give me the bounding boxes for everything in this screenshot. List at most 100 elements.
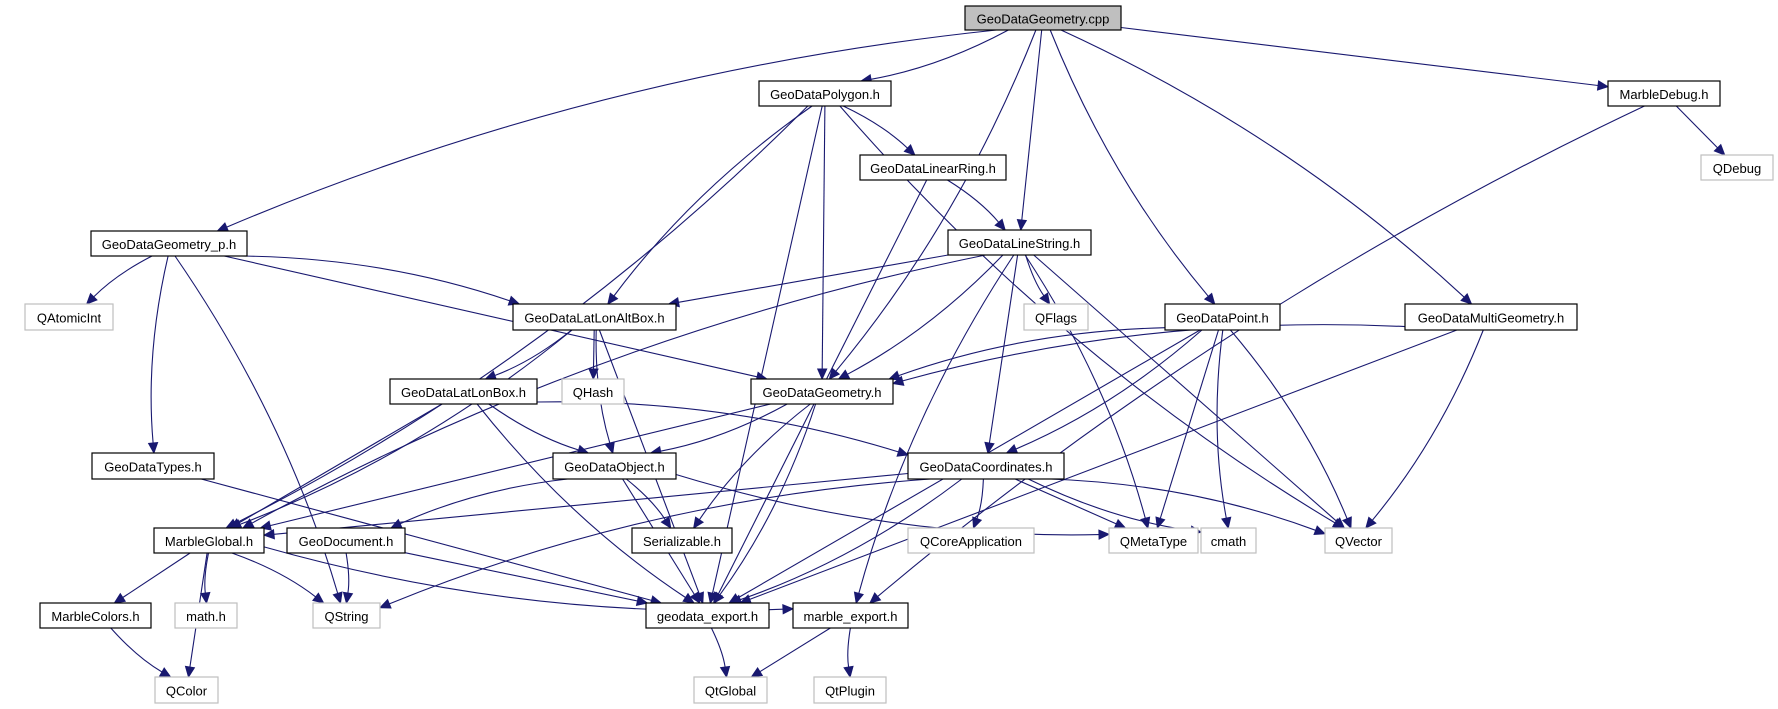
edge-point-to-qvector bbox=[1229, 329, 1352, 530]
node-marblecolors[interactable]: MarbleColors.h bbox=[39, 602, 152, 629]
node-qcolor: QColor bbox=[154, 676, 219, 704]
edge-multigeometry-to-geodata_export bbox=[739, 329, 1458, 605]
node-point[interactable]: GeoDataPoint.h bbox=[1164, 303, 1281, 331]
node-types[interactable]: GeoDataTypes.h bbox=[91, 452, 215, 480]
node-box bbox=[312, 602, 381, 629]
node-label: QCoreApplication bbox=[920, 534, 1022, 549]
node-label: GeoDataGeometry.h bbox=[763, 385, 882, 400]
node-marble_export[interactable]: marble_export.h bbox=[792, 602, 909, 629]
edge-line bbox=[536, 401, 899, 453]
edge-line bbox=[404, 552, 638, 602]
edge-marbledebug-to-qdebug bbox=[1675, 105, 1726, 156]
edge-geometry_p-to-qatomicint bbox=[85, 255, 153, 305]
edge-line bbox=[678, 254, 949, 303]
arrowhead-icon bbox=[158, 667, 172, 678]
node-box bbox=[512, 303, 677, 331]
node-label: GeoDataMultiGeometry.h bbox=[1418, 311, 1564, 326]
node-label: GeoDocument.h bbox=[299, 534, 394, 549]
edge-geometry_h-to-object bbox=[649, 403, 788, 457]
node-linestring[interactable]: GeoDataLineString.h bbox=[947, 229, 1092, 256]
node-serializable[interactable]: Serializable.h bbox=[631, 527, 733, 554]
edge-linestring-to-qvector bbox=[1033, 254, 1346, 529]
edge-line bbox=[263, 546, 784, 612]
edge-linestring-to-geometry_h bbox=[837, 254, 1004, 380]
node-label: marble_export.h bbox=[804, 609, 898, 624]
edge-line bbox=[1021, 29, 1043, 221]
node-label: MarbleGlobal.h bbox=[165, 534, 253, 549]
edge-cpp-to-geometry_p bbox=[216, 29, 997, 232]
node-label: GeoDataGeometry.cpp bbox=[977, 12, 1110, 27]
node-coordinates[interactable]: GeoDataCoordinates.h bbox=[907, 452, 1065, 480]
node-marbleglobal[interactable]: MarbleGlobal.h bbox=[153, 527, 265, 554]
node-object[interactable]: GeoDataObject.h bbox=[552, 452, 677, 480]
node-linearring[interactable]: GeoDataLinearRing.h bbox=[859, 154, 1007, 181]
arrowhead-icon bbox=[1113, 518, 1127, 529]
node-box bbox=[153, 527, 265, 554]
edge-latlonbox-to-coordinates bbox=[536, 401, 910, 457]
edge-line bbox=[1060, 29, 1465, 298]
arrowhead-icon bbox=[1365, 516, 1377, 529]
edge-line bbox=[399, 478, 568, 525]
edge-line bbox=[476, 403, 686, 598]
node-polygon[interactable]: GeoDataPolygon.h bbox=[758, 80, 892, 107]
edge-line bbox=[698, 403, 811, 521]
arrowhead-icon bbox=[262, 528, 275, 540]
node-label: geodata_export.h bbox=[657, 609, 758, 624]
node-box bbox=[24, 303, 114, 331]
edge-line bbox=[842, 105, 908, 149]
node-geodata_export[interactable]: geodata_export.h bbox=[645, 602, 770, 629]
edge-line bbox=[273, 472, 909, 535]
arrowhead-icon bbox=[816, 368, 828, 381]
edge-line bbox=[711, 105, 823, 594]
edge-line bbox=[710, 627, 726, 668]
node-latlonaltbox[interactable]: GeoDataLatLonAltBox.h bbox=[512, 303, 677, 331]
node-qtplugin: QtPlugin bbox=[813, 676, 887, 704]
edge-geodocument-to-geodata_export bbox=[404, 552, 649, 607]
edge-line bbox=[234, 105, 809, 524]
arrowhead-icon bbox=[689, 591, 701, 605]
edge-line bbox=[1025, 254, 1045, 297]
arrowhead-icon bbox=[1039, 292, 1051, 306]
node-box bbox=[792, 602, 909, 629]
node-label: GeoDataLatLonAltBox.h bbox=[524, 311, 664, 326]
edge-line bbox=[858, 254, 1015, 594]
arrowhead-icon bbox=[1332, 517, 1346, 529]
node-label: GeoDataLineString.h bbox=[959, 236, 1080, 251]
node-geodocument[interactable]: GeoDocument.h bbox=[286, 527, 406, 554]
node-box bbox=[1700, 154, 1774, 181]
edge-line bbox=[821, 105, 826, 370]
arrowhead-icon bbox=[216, 222, 230, 232]
edge-coordinates-to-qvector bbox=[1050, 478, 1327, 536]
node-marbledebug[interactable]: MarbleDebug.h bbox=[1607, 80, 1721, 107]
node-latlonbox[interactable]: GeoDataLatLonBox.h bbox=[389, 378, 538, 405]
node-geometry_h[interactable]: GeoDataGeometry.h bbox=[750, 378, 894, 405]
edge-line bbox=[1014, 478, 1117, 525]
node-cpp[interactable]: GeoDataGeometry.cpp bbox=[964, 5, 1122, 31]
arrowhead-icon bbox=[782, 603, 795, 615]
arrowhead-icon bbox=[888, 370, 901, 381]
node-box bbox=[561, 378, 625, 405]
edge-cpp-to-point bbox=[1049, 29, 1216, 305]
node-mathh: math.h bbox=[174, 602, 238, 629]
edge-line bbox=[231, 552, 317, 598]
arrowhead-icon bbox=[994, 218, 1006, 231]
arrowhead-icon bbox=[1016, 219, 1028, 232]
edge-polygon-to-linearring bbox=[842, 105, 916, 156]
edge-multigeometry-to-qvector bbox=[1365, 329, 1484, 529]
edge-latlonbox-to-object bbox=[488, 403, 590, 455]
edges-layer bbox=[85, 26, 1726, 679]
edge-line bbox=[150, 255, 169, 444]
edge-line bbox=[494, 329, 572, 377]
edge-point-to-coordinates bbox=[1005, 329, 1203, 454]
node-multigeometry[interactable]: GeoDataMultiGeometry.h bbox=[1404, 303, 1578, 331]
edge-line bbox=[902, 324, 1406, 382]
arrowhead-icon bbox=[389, 518, 403, 529]
edge-cpp-to-linestring bbox=[1016, 29, 1043, 232]
node-label: Serializable.h bbox=[643, 534, 721, 549]
arrowhead-icon bbox=[1341, 516, 1352, 530]
node-label: GeoDataLinearRing.h bbox=[870, 161, 996, 176]
edge-line bbox=[201, 478, 652, 601]
node-geometry_p[interactable]: GeoDataGeometry_p.h bbox=[90, 230, 248, 257]
node-box bbox=[964, 5, 1122, 31]
edge-latlonaltbox-to-latlonbox bbox=[484, 329, 572, 381]
